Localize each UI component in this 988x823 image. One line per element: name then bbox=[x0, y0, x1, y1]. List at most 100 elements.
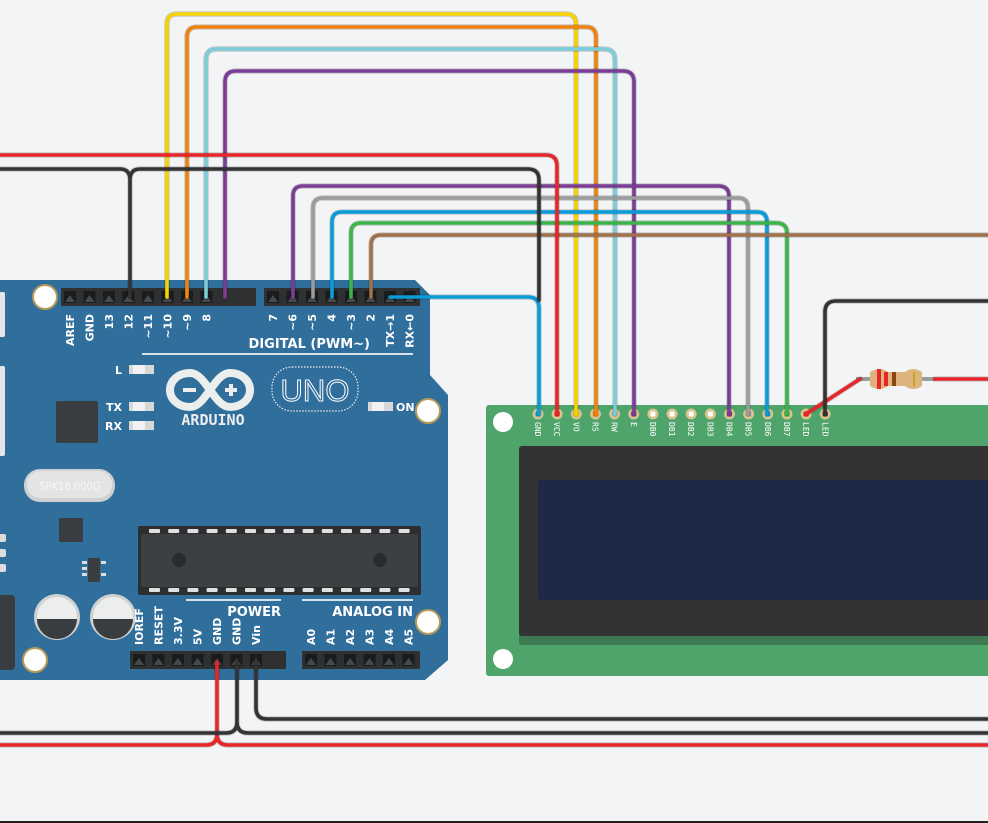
lcd-pin-label: DB0 bbox=[648, 422, 657, 437]
led-rx: RX bbox=[105, 420, 154, 433]
chip-pin bbox=[206, 588, 218, 592]
pin-label-digital_pins_left: ~10 bbox=[162, 314, 175, 339]
wire[interactable] bbox=[0, 660, 988, 735]
wire-outline bbox=[822, 298, 988, 417]
reset-button-housing bbox=[0, 366, 5, 456]
svg-text:ON: ON bbox=[396, 401, 415, 414]
mounting-hole bbox=[493, 412, 513, 432]
pin-label-digital_pins_left: ~9 bbox=[181, 314, 194, 331]
wire[interactable] bbox=[388, 295, 541, 416]
arduino-uno-board[interactable]: SPK16.000G L TX RX ON bbox=[0, 280, 448, 680]
chip-pin bbox=[302, 529, 314, 533]
pin-label-analog_pins: A1 bbox=[325, 629, 338, 645]
pin-label-analog_pins: A0 bbox=[305, 628, 318, 645]
pin-label-digital_pins_right: ~3 bbox=[345, 314, 358, 331]
mounting-hole bbox=[415, 609, 441, 635]
pin-label-digital_pins_left: GND bbox=[84, 314, 97, 341]
wire[interactable] bbox=[804, 377, 988, 416]
chip-pin bbox=[149, 529, 160, 533]
usb-connector bbox=[0, 292, 5, 337]
chip-pin bbox=[245, 529, 256, 533]
arduino-logo: ARDUINO bbox=[165, 368, 255, 429]
lcd-pin-label: DB4 bbox=[725, 422, 734, 437]
chip-pin bbox=[283, 529, 295, 533]
uno-label: UNO bbox=[281, 373, 350, 408]
chip-pin bbox=[264, 529, 276, 533]
pin-label-power_pins: Vin bbox=[250, 625, 263, 645]
crystal-label: SPK16.000G bbox=[39, 480, 100, 493]
chip-pin bbox=[245, 588, 256, 592]
lcd-pin-label: VO bbox=[571, 422, 580, 432]
pin-label-power_pins: IOREF bbox=[133, 608, 146, 645]
lcd-pin-label: E bbox=[629, 422, 638, 427]
mounting-hole bbox=[493, 649, 513, 669]
pin-label-digital_pins_right: RX←0 bbox=[404, 314, 417, 348]
pin-label-digital_pins_left: 12 bbox=[123, 314, 136, 329]
lcd-pin-label: LED bbox=[801, 422, 810, 437]
chip-pin bbox=[360, 529, 372, 533]
usb-chip bbox=[56, 401, 98, 443]
wire[interactable] bbox=[223, 69, 636, 416]
chip-pin bbox=[206, 529, 218, 533]
pin-label-digital_pins_right: ~6 bbox=[287, 314, 300, 331]
chip-pin bbox=[321, 529, 333, 533]
resistor-band bbox=[913, 372, 915, 386]
chip-pin bbox=[225, 588, 237, 592]
pin-label-analog_pins: A2 bbox=[344, 629, 357, 645]
lcd-pin-label: DB3 bbox=[705, 422, 714, 437]
wire[interactable] bbox=[823, 299, 988, 416]
led-on: ON bbox=[368, 401, 415, 414]
svg-text:L: L bbox=[115, 364, 122, 377]
wires bbox=[0, 11, 988, 748]
led-tx: TX bbox=[106, 401, 154, 414]
wire[interactable] bbox=[165, 12, 578, 416]
lcd-pin-label: RS bbox=[590, 422, 599, 432]
svg-text:TX: TX bbox=[106, 401, 123, 414]
wire-outline bbox=[368, 232, 988, 300]
power-jack bbox=[0, 595, 15, 670]
wire[interactable] bbox=[330, 210, 769, 416]
capacitor bbox=[34, 594, 80, 640]
lcd-pin-label: DB2 bbox=[686, 422, 695, 437]
pin-label-power_pins: 5V bbox=[192, 628, 205, 645]
digital-header-label: DIGITAL (PWM~) bbox=[249, 337, 370, 352]
lcd-pin-label: DB6 bbox=[763, 422, 772, 437]
chip-pin bbox=[225, 529, 237, 533]
wire[interactable] bbox=[0, 167, 541, 302]
lcd-pin-label: DB7 bbox=[782, 422, 791, 437]
crystal-oscillator: SPK16.000G bbox=[24, 469, 115, 502]
pin-label-analog_pins: A4 bbox=[383, 628, 396, 645]
pin-label-analog_pins: A5 bbox=[403, 629, 416, 645]
pin-label-digital_pins_left: 13 bbox=[103, 314, 116, 329]
atmega-chip bbox=[138, 526, 421, 595]
regulator bbox=[88, 558, 100, 582]
chip-pin bbox=[398, 588, 410, 592]
lcd-screen bbox=[538, 480, 988, 600]
mounting-hole bbox=[415, 398, 441, 424]
wire[interactable] bbox=[185, 25, 598, 416]
resistor-band bbox=[884, 372, 888, 386]
chip-pin bbox=[187, 529, 199, 533]
pin-label-digital_pins_left: ~11 bbox=[142, 314, 155, 339]
mounting-hole bbox=[22, 647, 48, 673]
resistor[interactable] bbox=[856, 369, 935, 389]
wire[interactable] bbox=[0, 153, 559, 416]
pin-label-digital_pins_left: AREF bbox=[64, 314, 77, 346]
lcd-pin-label: DB1 bbox=[667, 422, 676, 437]
pin-label-digital_pins_right: TX→1 bbox=[384, 314, 397, 347]
wire[interactable] bbox=[311, 196, 750, 416]
chip-pin bbox=[379, 588, 391, 592]
analog-header-label: ANALOG IN bbox=[332, 605, 413, 620]
wire[interactable] bbox=[369, 233, 988, 299]
digital-header-right bbox=[264, 288, 420, 306]
wire[interactable] bbox=[204, 47, 617, 416]
wire[interactable] bbox=[291, 184, 731, 416]
pin-label-digital_pins_left: 8 bbox=[201, 314, 214, 322]
lcd-pin-label: VCC bbox=[552, 422, 561, 437]
wire[interactable] bbox=[349, 221, 789, 416]
uno-badge: UNO bbox=[271, 366, 359, 412]
power-header-label: POWER bbox=[227, 605, 281, 620]
chip-pin bbox=[360, 588, 372, 592]
